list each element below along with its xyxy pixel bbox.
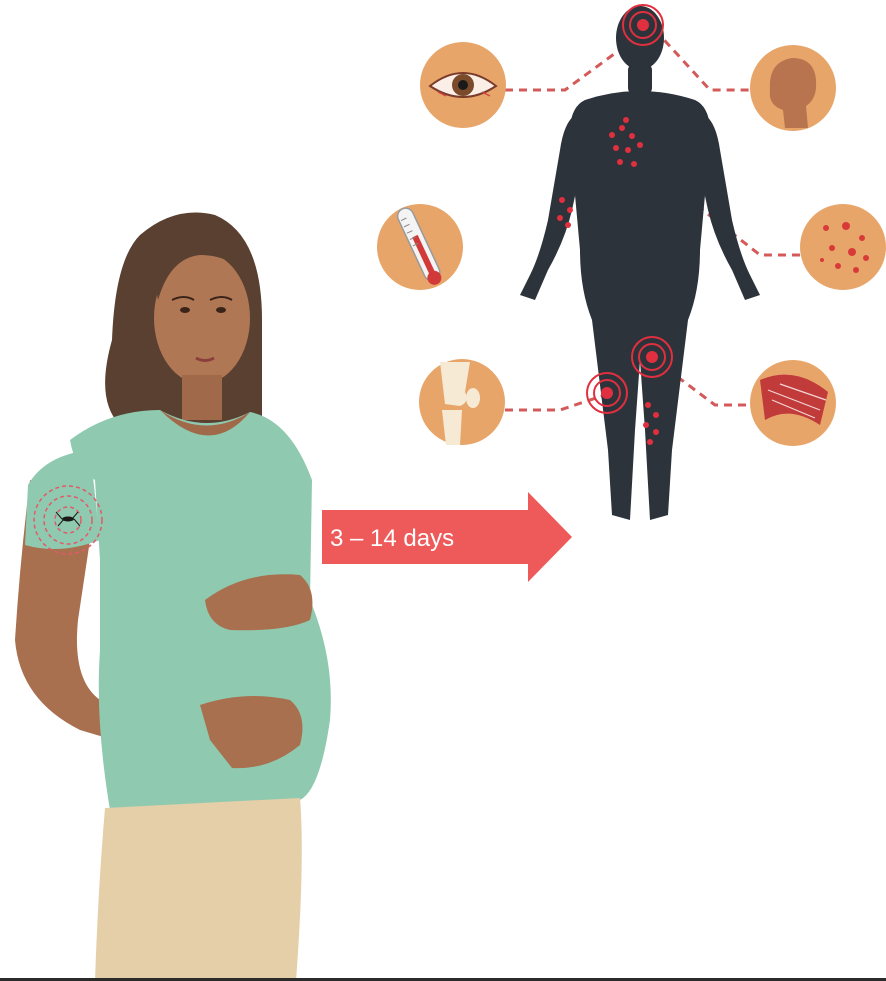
knee-pain-target (632, 337, 672, 377)
arrow-label: 3 – 14 days (330, 522, 530, 556)
thermometer-icon (377, 204, 463, 290)
muscle-icon (750, 360, 836, 446)
connector-head (655, 30, 750, 90)
body-silhouette (520, 6, 760, 520)
eye-icon (420, 42, 506, 128)
skin-rash-icon (800, 204, 886, 290)
head-icon (750, 45, 836, 131)
head-pain-target (623, 5, 663, 45)
pregnant-woman (15, 213, 331, 981)
knee-pain-target-2 (587, 373, 627, 413)
knee-joint-icon (419, 359, 505, 445)
